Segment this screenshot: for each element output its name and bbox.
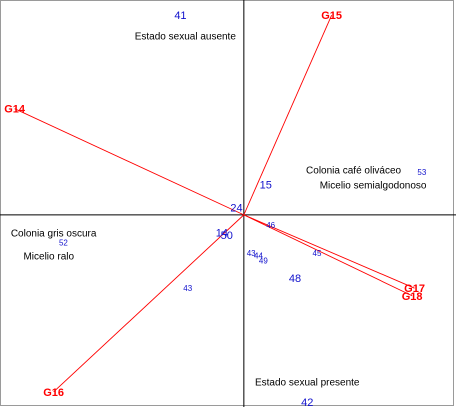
vector-label-g15: G15 xyxy=(321,10,342,22)
vector-label-g18: G18 xyxy=(402,291,423,303)
annotation-label: Colonia café oliváceo xyxy=(306,165,401,176)
point-label: 45 xyxy=(313,249,322,258)
vector-label-g14: G14 xyxy=(4,104,26,116)
point-label: 44 xyxy=(254,251,263,260)
vector-g16 xyxy=(53,214,245,393)
point-label: 43 xyxy=(183,284,192,293)
point-label: 24 xyxy=(230,202,242,214)
annotation-label: Estado sexual presente xyxy=(255,378,360,389)
point-label: 43 xyxy=(247,249,256,258)
annotation-label: Estado sexual ausente xyxy=(135,31,237,42)
vector-g17 xyxy=(243,214,415,289)
annotation-label: Colonia gris oscura xyxy=(11,229,97,240)
point-label: 49 xyxy=(259,256,268,265)
point-label: 46 xyxy=(266,221,275,230)
vector-g15 xyxy=(243,14,333,216)
vector-g14 xyxy=(14,108,245,216)
vector-g18 xyxy=(243,214,413,297)
annotation-label: Micelio ralo xyxy=(23,251,74,262)
point-label: 52 xyxy=(59,239,68,248)
point-label: 42 xyxy=(301,397,313,407)
point-label: 41 xyxy=(174,10,186,22)
point-label: 48 xyxy=(289,273,301,285)
point-label: 15 xyxy=(260,180,272,192)
vector-label-g17: G17 xyxy=(404,283,425,295)
point-label: 50 xyxy=(221,230,233,242)
point-label: 14 xyxy=(216,228,228,240)
point-label: 53 xyxy=(417,168,426,177)
annotation-label: Micelio semialgodonoso xyxy=(320,181,427,192)
vector-label-g16: G16 xyxy=(43,387,64,399)
